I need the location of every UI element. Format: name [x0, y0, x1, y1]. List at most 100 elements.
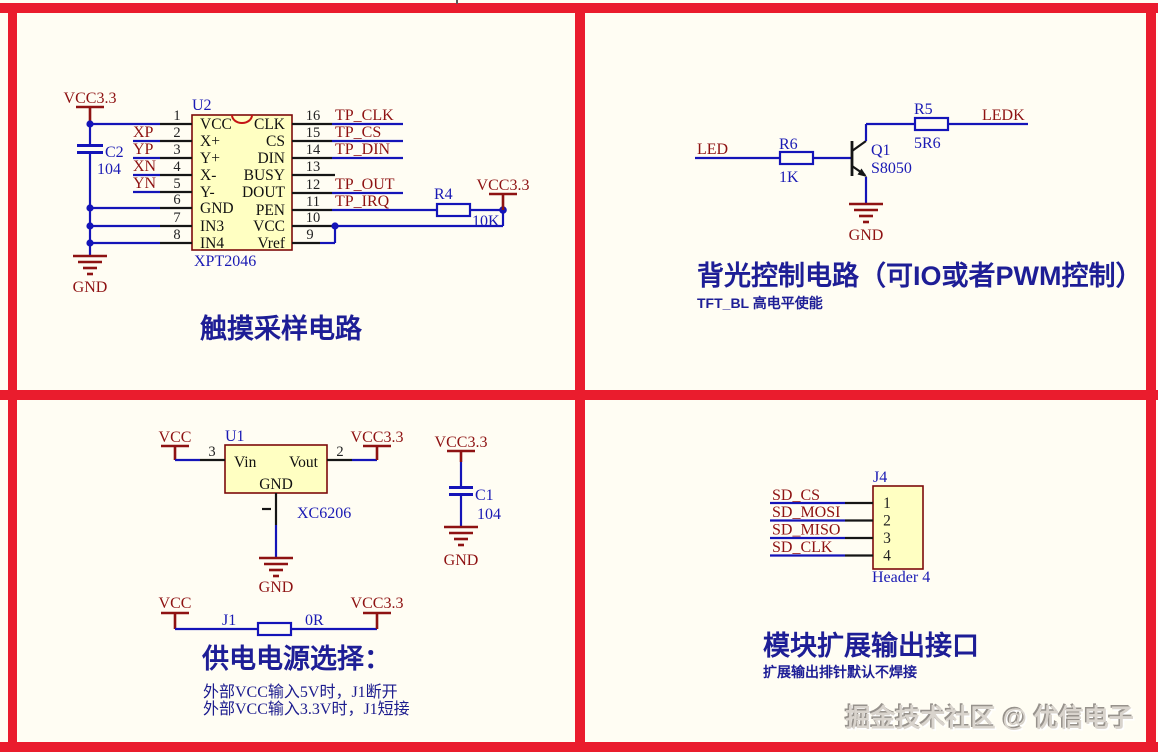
net-label: XP [133, 124, 154, 141]
backlight-circuit: LED R6 1K Q1 S8050 R5 5R6 LEDK GND [695, 101, 1143, 311]
watermark-text-shadow: 掘金技术社区 @ 优信电子 [844, 702, 1132, 731]
net-label-led: LED [697, 141, 728, 158]
vcc-bar-icon [161, 611, 189, 629]
vcc-bar-icon [447, 449, 475, 462]
u2-pin-number: 16 [306, 108, 321, 124]
r5-value: 5R6 [914, 135, 941, 152]
net-label: TP_IRQ [335, 193, 390, 210]
resistor-r5-icon [913, 116, 950, 132]
net-label: YN [133, 175, 157, 192]
u2-pin-name: PEN [256, 202, 285, 219]
u2-pin-name: X+ [200, 133, 220, 150]
touch-left-bus [86, 120, 94, 256]
u2-pin-number: 15 [306, 125, 321, 141]
j1-refdes: J1 [222, 612, 236, 629]
u1-partnumber: XC6206 [297, 505, 351, 522]
net-label: SD_CS [772, 487, 820, 504]
j4-body [872, 485, 924, 570]
net-label: SD_CLK [772, 539, 833, 556]
u2-body [191, 114, 293, 251]
touch-vcc-label: VCC3.3 [64, 90, 117, 107]
capacitor-c2-icon [77, 144, 103, 154]
c1-gnd-label: GND [444, 552, 479, 569]
u2-left-pins [90, 122, 192, 245]
r4-refdes: R4 [434, 186, 453, 203]
u2-pin-number: 5 [173, 176, 180, 192]
u2-pin-name: DIN [257, 150, 285, 167]
u2-pin-name: Vref [258, 235, 286, 252]
u2-pin-number: 4 [173, 159, 181, 175]
net-label: TP_CS [335, 124, 381, 141]
u2-pin-name: Y+ [200, 150, 220, 167]
u2-pin-number: 8 [173, 227, 180, 243]
backlight-gnd-label: GND [849, 227, 884, 244]
c1-vcc-label: VCC3.3 [435, 434, 488, 451]
u1-pin-number: 3 [208, 444, 215, 460]
power-select-note-2: 外部VCC输入3.3V时，J1短接 [203, 700, 410, 718]
touch-title: 触摸采样电路 [200, 313, 363, 344]
c2-value: 104 [97, 161, 121, 178]
u2-refdes: U2 [192, 97, 212, 114]
u2-pin-number: 7 [173, 210, 180, 226]
resistor-j1-icon [256, 621, 293, 637]
touch-circuit: VCC3.3 C2 104 GND U2 [64, 90, 530, 344]
u1-pin-name: Vin [234, 454, 257, 471]
resistor-r4-icon [435, 202, 472, 218]
watermark: 掘金技术社区 @ 优信电子 掘金技术社区 @ 优信电子 掘金技术社区 @ 优信电… [844, 702, 1135, 734]
u2-pin-number: 1 [173, 108, 180, 124]
u2-pin-number: 3 [173, 142, 180, 158]
u2-pin-name: VCC [200, 116, 232, 133]
vcc-bar-icon [489, 192, 517, 210]
net-label-ledk: LEDK [982, 107, 1025, 124]
vcc-bar-icon [161, 444, 189, 460]
r4-value: 10K [472, 213, 500, 230]
u2-pin-number: 12 [306, 177, 321, 193]
r4-vcc-label: VCC3.3 [477, 177, 530, 194]
c1-refdes: C1 [475, 487, 494, 504]
u2-right-pins [292, 122, 505, 245]
u2-pin-number: 13 [306, 159, 321, 175]
resistor-r6-icon [778, 150, 815, 166]
u2-pin-number: 9 [306, 227, 313, 243]
net-label: SD_MOSI [772, 504, 840, 521]
net-label: YP [133, 141, 154, 158]
net-label: TP_DIN [335, 141, 391, 158]
vcc-bar-icon [363, 444, 391, 460]
gnd-icon [259, 556, 293, 578]
u2-pin-name: IN3 [200, 218, 224, 235]
watermark-text: 掘金技术社区 @ 优信电子 [846, 704, 1134, 733]
u2-pin-name: GND [200, 200, 234, 217]
expansion-circuit: J4 Header 4 1 2 3 4 SD_CS SD_MOSI SD_MIS… [763, 469, 979, 680]
backlight-title: 背光控制电路（可IO或者PWM控制） [697, 260, 1143, 291]
u1-vcc-label: VCC [159, 429, 192, 446]
u2-pin-name: CS [266, 133, 285, 150]
u2-pin-name: CLK [254, 116, 286, 133]
u1-pin-name: Vout [289, 454, 319, 471]
c1-value: 104 [477, 506, 501, 523]
expansion-title: 模块扩展输出接口 [763, 630, 979, 661]
grid-line-middle-vertical [575, 3, 585, 752]
j4-partnumber: Header 4 [872, 569, 930, 586]
u2-pin-number: 11 [306, 194, 320, 210]
r5-refdes: R5 [914, 101, 933, 118]
j1-vcc33-label: VCC3.3 [351, 595, 404, 612]
u2-pin-number: 14 [306, 142, 321, 158]
expansion-subtitle: 扩展输出排针默认不焊接 [763, 664, 917, 680]
q1-partnumber: S8050 [871, 160, 912, 177]
net-label: XN [133, 158, 157, 175]
gnd-icon [444, 525, 478, 547]
u1-refdes: U1 [225, 428, 245, 445]
u1-gnd-label: GND [259, 579, 294, 596]
j1-vcc-label: VCC [159, 595, 192, 612]
net-label: TP_CLK [335, 107, 394, 124]
u2-pin-name: VCC [253, 218, 285, 235]
u1-body [224, 444, 328, 494]
j4-pin-number: 4 [883, 548, 891, 565]
u2-pin-number: 10 [306, 210, 321, 226]
u2-pin-name: X- [200, 167, 216, 184]
u2-pin-number: 6 [173, 192, 180, 208]
net-label: TP_OUT [335, 176, 395, 193]
r6-value: 1K [779, 169, 799, 186]
j4-pin-number: 2 [883, 513, 891, 530]
